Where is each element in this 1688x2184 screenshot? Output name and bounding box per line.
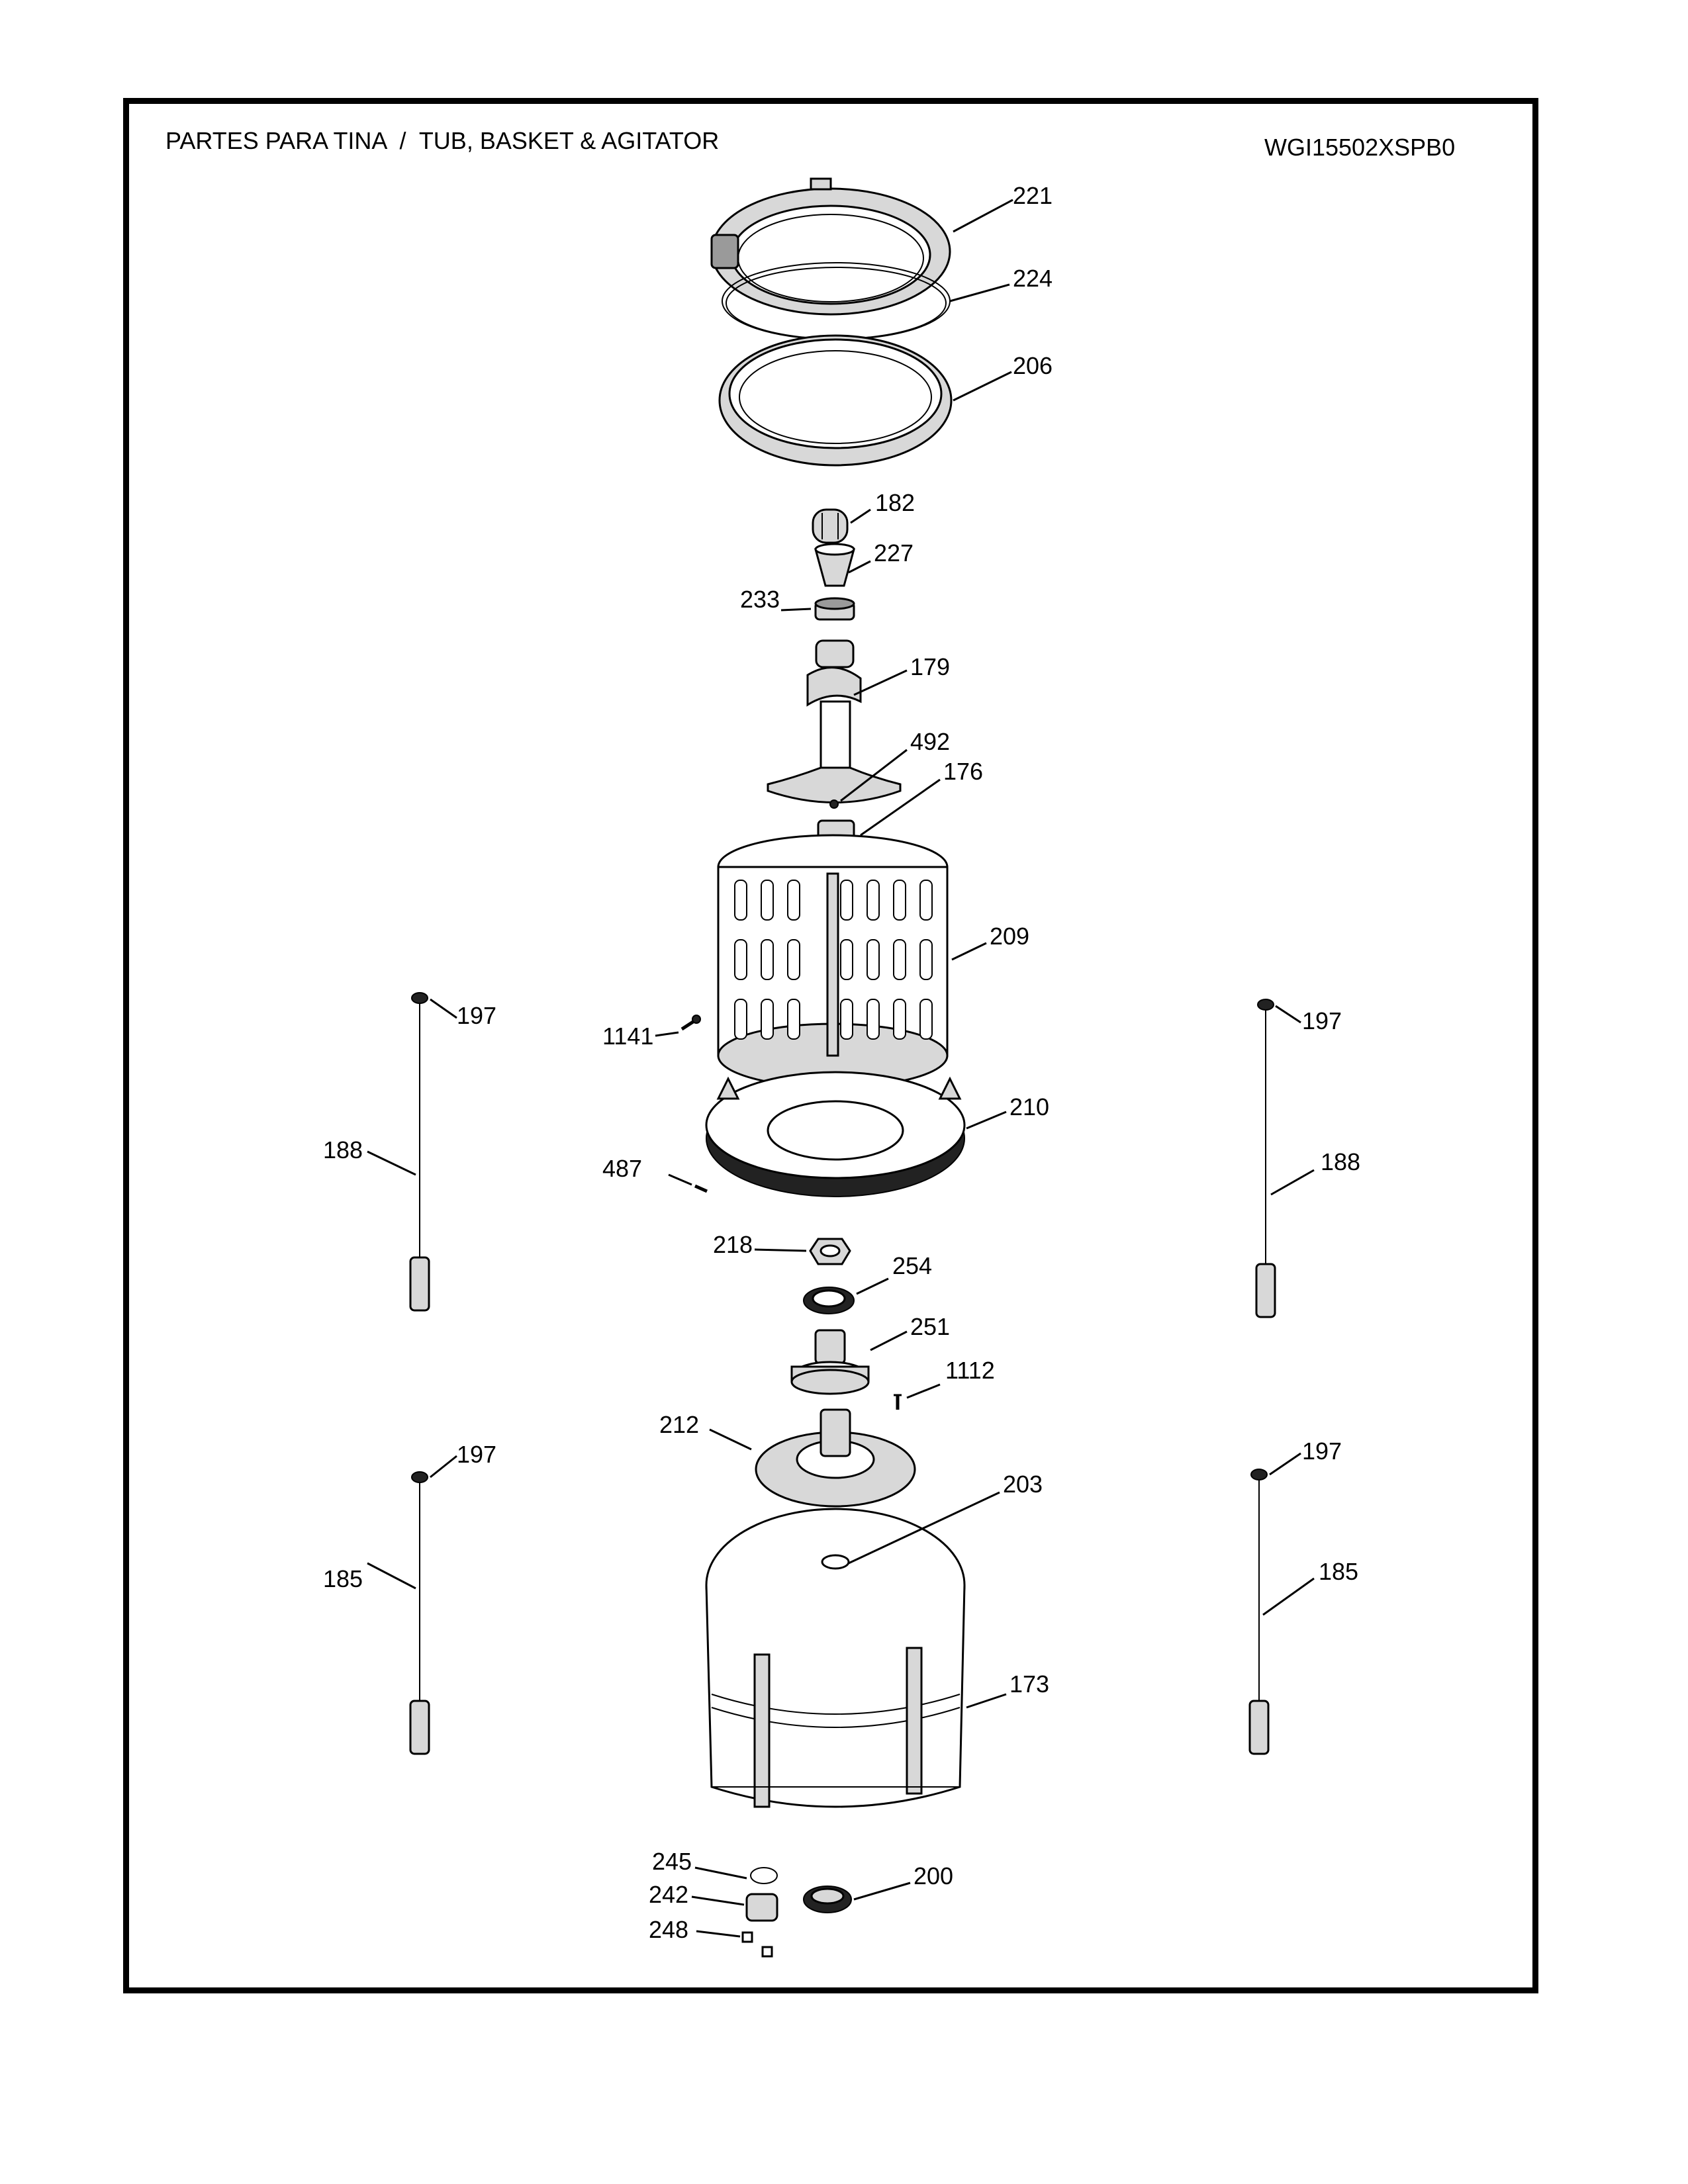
part-227-cone [814,543,855,587]
part-233-ring [814,597,855,621]
callout-labels: 221 224 206 182 227 233 179 492 176 209 … [323,182,1360,1943]
part-212-mount-plate [755,1408,916,1508]
callout-197-left-upper: 197 [457,1002,496,1029]
callout-221: 221 [1013,182,1053,209]
callout-233: 233 [740,586,780,613]
callout-218: 218 [713,1231,753,1258]
callout-224: 224 [1013,265,1053,292]
callout-197-left-lower: 197 [457,1441,496,1468]
callout-245: 245 [652,1848,692,1875]
part-1112-screw [894,1394,902,1410]
callout-1141: 1141 [602,1023,653,1050]
callout-212: 212 [659,1411,699,1438]
callout-1112: 1112 [945,1357,995,1384]
model-number: WGI15502XSPB0 [1264,134,1456,161]
diagram-title: PARTES PARA TINA / TUB, BASKET & AGITATO… [165,127,720,154]
callout-210: 210 [1009,1093,1049,1120]
callout-185-right: 185 [1319,1558,1358,1585]
part-242 [745,1893,778,1922]
callout-197-right-lower: 197 [1302,1437,1342,1465]
part-182-cap [812,508,849,544]
suspension-rod-right-upper [1255,999,1276,1318]
callout-206: 206 [1013,352,1053,379]
callout-209: 209 [990,923,1029,950]
callout-487: 487 [602,1155,642,1182]
callout-203: 203 [1003,1471,1043,1498]
part-206-balance-ring [718,334,953,467]
callout-492: 492 [910,728,950,755]
part-218-nut [809,1238,851,1265]
part-209-basket [717,834,949,1089]
part-487-pin [694,1184,708,1193]
suspension-rod-left-upper [409,992,430,1312]
suspension-rod-right-lower [1248,1469,1270,1755]
callout-176: 176 [943,758,983,785]
callout-200: 200 [914,1862,953,1889]
callout-248: 248 [649,1916,688,1943]
part-492 [829,799,839,809]
suspension-rod-left-lower [409,1471,430,1755]
callout-179: 179 [910,653,950,680]
callout-197-right-upper: 197 [1302,1007,1342,1034]
callout-242: 242 [649,1881,688,1908]
part-1141-screw [680,1015,701,1031]
callout-227: 227 [874,539,914,567]
callout-185-left: 185 [323,1565,363,1592]
part-210-basket-base [705,1071,966,1197]
callout-173: 173 [1009,1670,1049,1698]
callout-251: 251 [910,1313,950,1340]
part-245-ring [750,1867,778,1884]
leader-lines [367,199,1315,1938]
diagram-frame [123,98,1538,1993]
callout-182: 182 [875,489,915,516]
callout-254: 254 [892,1252,932,1279]
part-200-seal [803,1886,852,1913]
part-173-outer-tub [705,1508,966,1808]
part-221-tub-cover [710,177,951,316]
part-251-hub [790,1329,870,1395]
part-248 [741,1931,773,1958]
part-254-gear [803,1287,855,1314]
part-179-agitator [767,639,902,803]
callout-188-left: 188 [323,1136,363,1163]
callout-188-right: 188 [1321,1148,1360,1175]
